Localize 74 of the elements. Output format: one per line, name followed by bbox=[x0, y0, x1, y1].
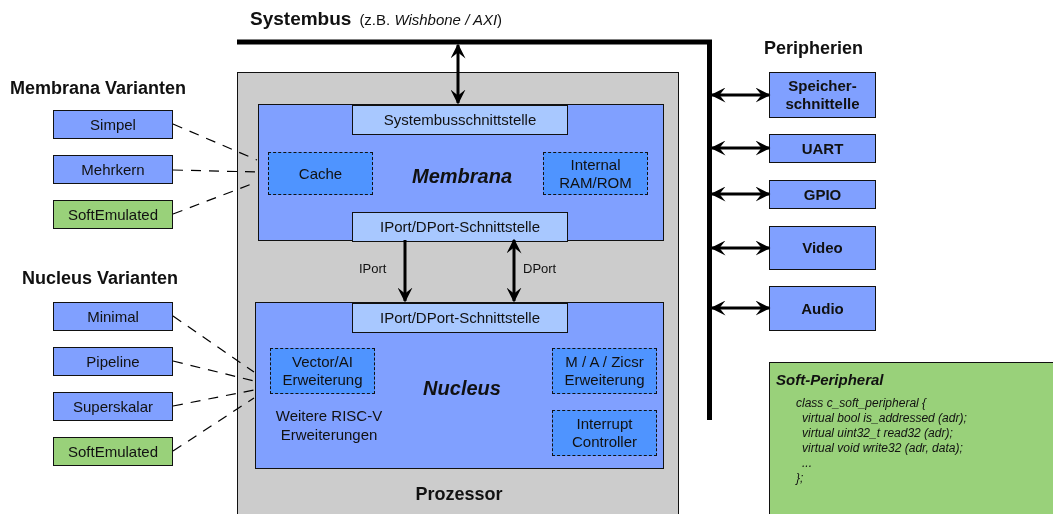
node-label: Video bbox=[802, 239, 843, 257]
node-label: GPIO bbox=[803, 185, 842, 204]
node-label: Superskalar bbox=[72, 397, 153, 416]
group-heading: Membrana Varianten bbox=[10, 78, 187, 99]
arrow bbox=[710, 87, 771, 103]
peripheral-box bbox=[769, 226, 876, 270]
variant-box bbox=[53, 392, 173, 421]
peripheral-box bbox=[769, 134, 876, 163]
node-label: Internal RAM/ROM bbox=[558, 155, 633, 192]
node-label: Pipeline bbox=[86, 352, 140, 371]
arrow bbox=[506, 238, 522, 303]
processor-box bbox=[237, 72, 679, 514]
node-label: Systembusschnittstelle bbox=[383, 111, 537, 129]
node-label: Interrupt Controller bbox=[571, 415, 638, 451]
node-label: Mehrkern bbox=[81, 160, 145, 179]
connector-line bbox=[172, 397, 255, 452]
bus-subtitle: (z.B. Wishbone / AXI) bbox=[359, 11, 503, 28]
interface-box bbox=[352, 105, 568, 135]
module-box bbox=[543, 152, 648, 195]
code-line: virtual bool is_addressed (adr); bbox=[801, 411, 967, 426]
connector-line bbox=[172, 389, 255, 407]
code-line: }; bbox=[794, 471, 804, 486]
interface-box bbox=[352, 212, 568, 242]
variant-box bbox=[53, 347, 173, 376]
code-note-box bbox=[769, 362, 1053, 514]
arrow bbox=[710, 140, 771, 156]
variant-box bbox=[53, 200, 173, 229]
core-title: Nucleus bbox=[422, 376, 502, 401]
variant-box bbox=[53, 302, 173, 331]
node-label: SoftEmulated bbox=[67, 442, 159, 461]
core-block bbox=[255, 302, 664, 469]
arrow bbox=[397, 240, 413, 303]
connector-line bbox=[172, 169, 258, 173]
arrow bbox=[450, 43, 466, 105]
processor-title: Prozessor bbox=[414, 483, 504, 506]
connector-line bbox=[172, 360, 255, 382]
node-label: IPort/DPort-Schnittstelle bbox=[379, 309, 541, 327]
core-title: Membrana bbox=[411, 164, 513, 189]
variant-box bbox=[53, 155, 173, 184]
peripheral-box bbox=[769, 180, 876, 209]
code-line: ... bbox=[801, 456, 812, 471]
node-label: Speicher- schnittelle bbox=[784, 77, 861, 113]
node-label: Vector/AI Erweiterung bbox=[281, 353, 364, 389]
peripheral-box bbox=[769, 286, 876, 331]
node-label: M / A / Zicsr Erweiterung bbox=[563, 353, 646, 389]
code-line: virtual void write32 (adr, data); bbox=[801, 441, 963, 456]
node-label: SoftEmulated bbox=[67, 205, 159, 224]
extension-text: Weitere RISC-V Erweiterungen bbox=[274, 407, 384, 445]
node-label: IPort/DPort-Schnittstelle bbox=[379, 218, 541, 236]
code-line: virtual uint32_t read32 (adr); bbox=[801, 426, 953, 441]
arrow bbox=[710, 240, 771, 256]
node-label: UART bbox=[801, 139, 844, 158]
group-heading: Nucleus Varianten bbox=[22, 268, 179, 289]
extension-box bbox=[552, 348, 657, 394]
variant-box bbox=[53, 437, 173, 466]
peripheral-box bbox=[769, 72, 876, 118]
node-label: Simpel bbox=[90, 115, 136, 134]
code-line: class c_soft_peripheral { bbox=[795, 396, 927, 411]
variant-box bbox=[53, 110, 173, 139]
node-label: Minimal bbox=[87, 307, 139, 326]
interface-box bbox=[352, 303, 568, 333]
arrow bbox=[710, 300, 771, 316]
core-block bbox=[258, 104, 664, 241]
node-label: Audio bbox=[801, 299, 844, 318]
note-title: Soft-Peripheral bbox=[776, 371, 885, 388]
arrow bbox=[710, 186, 771, 202]
module-box bbox=[268, 152, 373, 195]
extension-box bbox=[270, 348, 375, 394]
connector-line bbox=[172, 123, 258, 161]
connector-line bbox=[172, 315, 255, 373]
controller-box bbox=[552, 410, 657, 456]
group-heading: Peripherien bbox=[764, 38, 864, 59]
node-label: Cache bbox=[298, 164, 343, 183]
bus-title: Systembus bbox=[250, 8, 352, 29]
